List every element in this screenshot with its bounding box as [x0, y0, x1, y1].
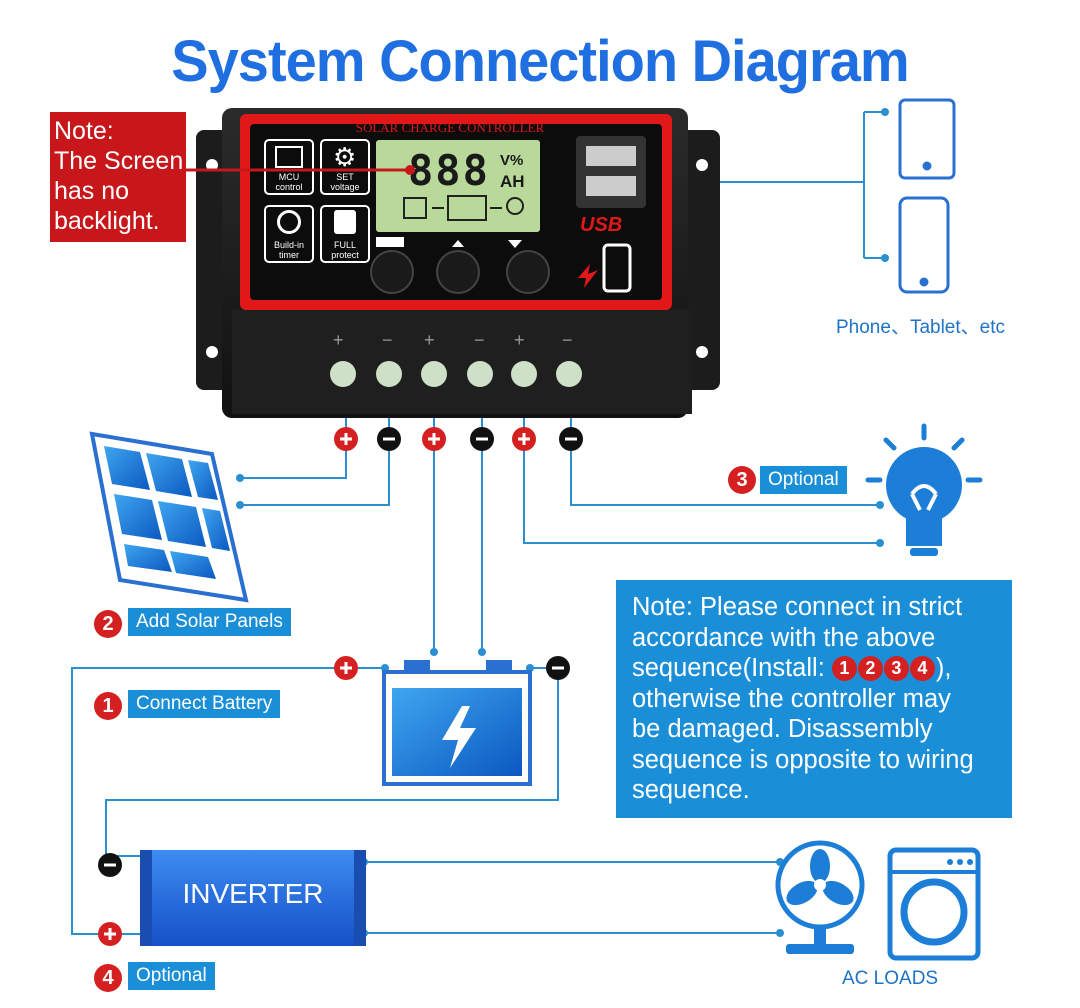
note-pointer-line — [186, 165, 415, 175]
lcd-unit-bottom: AH — [500, 172, 525, 191]
step-number-3: 3 — [728, 466, 756, 494]
lcd-unit-top: V% — [500, 152, 524, 169]
usb-label: USB — [580, 214, 623, 236]
lcd-digits: 888 — [408, 146, 490, 195]
battery-icon — [382, 660, 532, 786]
step-label-4: Optional — [128, 962, 215, 990]
terminal-sign-6: − — [562, 330, 573, 350]
terminal-sign-5: + — [514, 330, 525, 350]
fan-icon — [775, 840, 865, 954]
terminal-sign-4: − — [474, 330, 485, 350]
step-label-1: Connect Battery — [128, 690, 281, 718]
step-number-1: 1 — [94, 692, 122, 720]
terminals — [330, 361, 582, 387]
controller-label: SOLAR CHARGE CONTROLLER — [355, 120, 545, 135]
clock-icon — [277, 210, 301, 234]
tablet-icon — [898, 98, 956, 180]
step-label-2: Add Solar Panels — [128, 608, 291, 636]
wire-solar-positive — [240, 400, 347, 479]
solar-panel-icon — [89, 431, 249, 603]
phone-tablet-label: Phone、Tablet、etc — [836, 317, 1005, 338]
marker-signs — [104, 433, 577, 940]
step-label-3: Optional — [760, 466, 847, 494]
terminal-sign-2: − — [382, 330, 393, 350]
washing-machine-icon — [887, 847, 981, 961]
inverter-label: INVERTER — [182, 878, 324, 909]
light-bulb-icon — [865, 423, 983, 556]
step-number-2: 2 — [94, 610, 122, 638]
sequence-note: Note: Please connect in strict accordanc… — [616, 580, 1012, 818]
diagram-title: System Connection Diagram — [171, 27, 909, 94]
step-number-4: 4 — [94, 964, 122, 992]
inverter-icon — [140, 850, 366, 946]
gear-icon: ⚙ — [333, 142, 357, 172]
chip-icon — [275, 146, 303, 168]
terminal-sign-3: + — [424, 330, 435, 350]
lock-icon — [334, 210, 356, 234]
terminal-sign-1: + — [333, 330, 344, 350]
ac-loads-label: AC LOADS — [842, 968, 939, 989]
phone-icon — [898, 196, 950, 294]
charge-controller — [196, 108, 720, 418]
screen-backlight-note: Note: The Screen has no backlight. — [50, 112, 186, 242]
